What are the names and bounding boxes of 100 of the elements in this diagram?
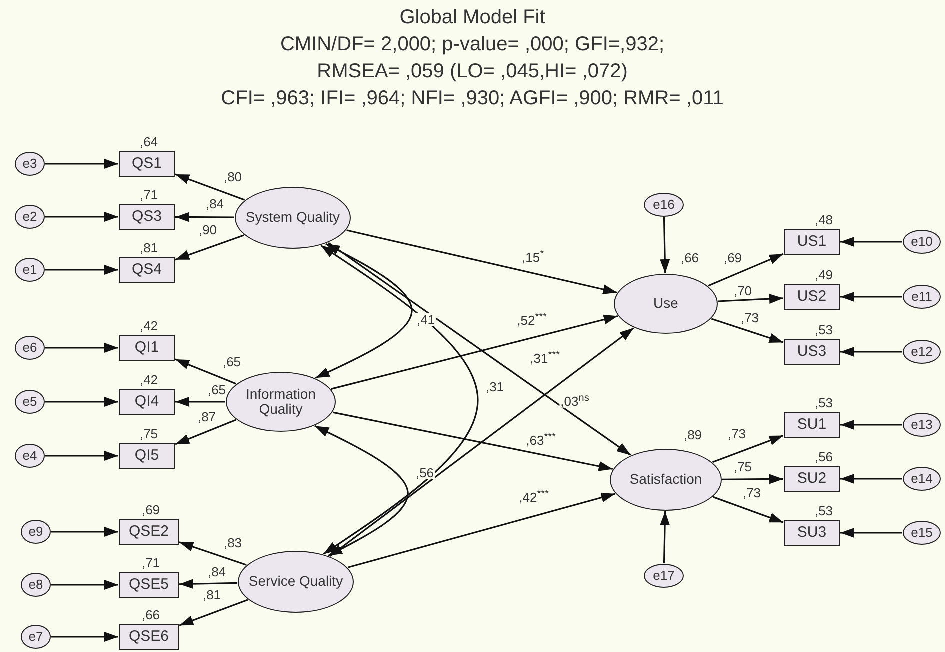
arrow bbox=[708, 253, 784, 287]
error-term-circle: e10 bbox=[903, 230, 941, 254]
arrow bbox=[346, 230, 618, 294]
error-term-circle: e3 bbox=[15, 152, 45, 176]
error-term-circle: e5 bbox=[15, 390, 45, 414]
edge-label: ,63$^{***}$ bbox=[525, 432, 557, 448]
arrow bbox=[176, 397, 226, 407]
squared-multiple-correlation: ,53 bbox=[814, 504, 834, 518]
indicator-box: US1 bbox=[784, 229, 840, 255]
arrow bbox=[46, 212, 118, 222]
arrow bbox=[52, 632, 118, 642]
edge-label: ,80 bbox=[222, 170, 244, 184]
error-term-circle: e1 bbox=[15, 258, 45, 282]
latent-variable-ellipse: Satisfaction bbox=[610, 449, 722, 511]
arrow bbox=[176, 212, 235, 222]
arrow bbox=[660, 511, 670, 564]
squared-multiple-correlation: ,53 bbox=[814, 396, 834, 410]
squared-multiple-correlation: ,53 bbox=[814, 324, 834, 336]
squared-multiple-correlation: ,69 bbox=[140, 504, 162, 516]
indicator-box: QI5 bbox=[119, 443, 175, 469]
error-term-circle: e4 bbox=[15, 444, 45, 468]
edge-label: ,56 bbox=[414, 466, 436, 480]
arrow bbox=[46, 397, 118, 407]
edge-label: ,73 bbox=[740, 312, 760, 324]
double-headed-arrow bbox=[320, 244, 479, 555]
edge-label: ,84 bbox=[206, 566, 228, 578]
squared-multiple-correlation: ,66 bbox=[140, 608, 162, 622]
error-term-circle: e15 bbox=[903, 521, 941, 545]
squared-multiple-correlation: ,56 bbox=[814, 450, 834, 464]
arrow bbox=[179, 579, 238, 590]
edge-label: ,83 bbox=[222, 536, 244, 550]
squared-multiple-correlation: ,48 bbox=[814, 214, 834, 226]
indicator-box: QSE6 bbox=[119, 624, 179, 650]
edge-label: ,73 bbox=[726, 428, 748, 440]
edge-label: ,73 bbox=[742, 486, 762, 500]
error-term-circle: e14 bbox=[903, 467, 941, 491]
arrow bbox=[328, 242, 632, 456]
diagram-title: Global Model Fit bbox=[400, 6, 546, 30]
arrow bbox=[330, 328, 634, 558]
indicator-box: QS1 bbox=[119, 151, 175, 177]
indicator-box: SU1 bbox=[784, 412, 840, 438]
arrow bbox=[46, 159, 118, 169]
squared-multiple-correlation: ,66 bbox=[680, 252, 700, 264]
arrow bbox=[840, 237, 902, 247]
error-term-circle: e12 bbox=[903, 340, 941, 364]
arrow bbox=[712, 434, 784, 464]
error-term-circle: e2 bbox=[15, 205, 45, 229]
indicator-box: SU2 bbox=[784, 466, 840, 492]
error-term-circle: e7 bbox=[21, 625, 51, 649]
arrow bbox=[175, 358, 237, 385]
arrow bbox=[348, 492, 616, 568]
latent-variable-ellipse: Information Quality bbox=[226, 372, 336, 432]
indicator-box: QS3 bbox=[119, 204, 175, 230]
arrow bbox=[331, 314, 618, 390]
edge-label: ,69 bbox=[722, 252, 744, 264]
squared-multiple-correlation: ,75 bbox=[138, 428, 160, 440]
edge-label: ,65 bbox=[206, 384, 228, 396]
squared-multiple-correlation: ,71 bbox=[138, 188, 160, 202]
indicator-box: SU3 bbox=[784, 520, 840, 546]
edge-label: ,52$^{***}$ bbox=[516, 312, 548, 328]
fit-statistics: CMIN/DF= 2,000; p-value= ,000; GFI=,932; bbox=[280, 34, 665, 56]
fit-statistics: CFI= ,963; IFI= ,964; NFI= ,930; AGFI= ,900; RMR= ,011 bbox=[221, 88, 724, 110]
indicator-box: US3 bbox=[784, 339, 840, 365]
edge-label: ,31$^{***}$ bbox=[529, 350, 561, 366]
squared-multiple-correlation: ,71 bbox=[140, 556, 162, 570]
edge-label: ,31 bbox=[484, 380, 506, 394]
edge-label: ,65 bbox=[222, 356, 242, 368]
squared-multiple-correlation: ,81 bbox=[138, 242, 160, 254]
arrow bbox=[52, 580, 118, 590]
arrow bbox=[840, 528, 902, 538]
squared-multiple-correlation: ,49 bbox=[814, 268, 834, 282]
edge-label: ,42$^{***}$ bbox=[518, 490, 550, 504]
edge-label: ,70 bbox=[732, 284, 754, 298]
arrow bbox=[179, 542, 247, 566]
latent-variable-ellipse: Use bbox=[614, 274, 718, 334]
arrow bbox=[179, 599, 248, 626]
indicator-box: QS4 bbox=[119, 257, 175, 283]
squared-multiple-correlation: ,42 bbox=[138, 320, 160, 332]
edge-label: ,90 bbox=[198, 224, 218, 236]
error-term-circle: e11 bbox=[903, 285, 941, 309]
edge-label: ,75 bbox=[732, 460, 754, 474]
indicator-box: QSE2 bbox=[119, 519, 179, 545]
arrow bbox=[46, 343, 118, 353]
edge-label: ,15$^{*}$ bbox=[521, 250, 545, 264]
squared-multiple-correlation: ,42 bbox=[138, 374, 160, 386]
edge-label: ,84 bbox=[204, 198, 226, 210]
arrow bbox=[46, 451, 118, 461]
edge-label: ,41 bbox=[416, 314, 436, 326]
error-term-circle: e17 bbox=[644, 564, 684, 588]
error-term-circle: e13 bbox=[903, 413, 941, 437]
latent-variable-ellipse: Service Quality bbox=[238, 551, 354, 613]
arrow bbox=[840, 474, 902, 484]
error-term-circle: e16 bbox=[644, 193, 684, 217]
indicator-box: QSE5 bbox=[119, 572, 179, 598]
error-term-circle: e6 bbox=[15, 336, 45, 360]
squared-multiple-correlation: ,64 bbox=[138, 136, 160, 148]
squared-multiple-correlation: ,89 bbox=[682, 428, 704, 442]
double-headed-arrow bbox=[314, 425, 409, 557]
edge-label: ,03$^{ns}$ bbox=[560, 394, 590, 408]
arrow bbox=[713, 496, 784, 524]
